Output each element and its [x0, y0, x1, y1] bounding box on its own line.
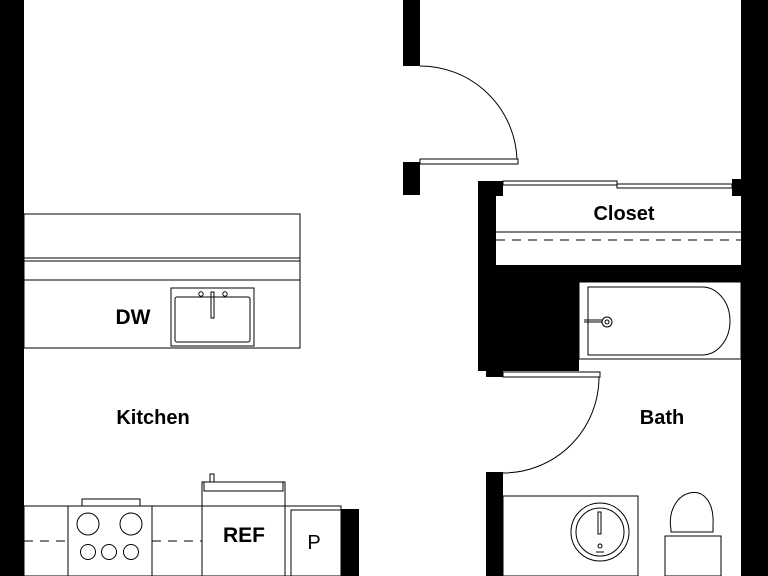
burner-5: [123, 544, 139, 560]
closet-label: Closet: [593, 203, 654, 225]
burner-3: [80, 544, 96, 560]
closet-door-jamb: [483, 181, 503, 196]
burner-4: [101, 544, 117, 560]
bathtub: [578, 281, 742, 360]
pantry: P: [290, 509, 342, 576]
closet: Closet: [496, 180, 741, 241]
upper-interior-wall: [403, 0, 420, 66]
right-exterior-wall: [741, 0, 768, 576]
bath-door-jamb: [486, 368, 503, 377]
kitchen-island: DW: [23, 213, 301, 349]
pantry-label: P: [307, 532, 320, 554]
bath-lower-wall: [486, 472, 503, 576]
closet-right-jamb: [732, 179, 742, 196]
kitchen-end-wall: [341, 509, 359, 576]
bath-door: [502, 371, 601, 474]
burner-1: [76, 512, 100, 536]
dishwasher-label: DW: [116, 306, 151, 329]
kitchen-counter: REF P: [23, 473, 342, 576]
left-exterior-wall: [0, 0, 24, 576]
entry-door: [419, 65, 519, 165]
refrigerator-label: REF: [223, 524, 265, 547]
closet-corner-wall: [403, 162, 420, 195]
bath-label: Bath: [640, 407, 684, 429]
toilet: [664, 491, 722, 576]
bath-vanity: [502, 495, 639, 576]
closet-left-wall: [478, 181, 496, 268]
kitchen-sink: [170, 287, 255, 347]
burner-2: [119, 512, 143, 536]
tub-side-wall: [478, 265, 579, 371]
kitchen-label: Kitchen: [116, 407, 189, 429]
stove: [67, 498, 153, 576]
refrigerator: REF: [201, 473, 286, 576]
